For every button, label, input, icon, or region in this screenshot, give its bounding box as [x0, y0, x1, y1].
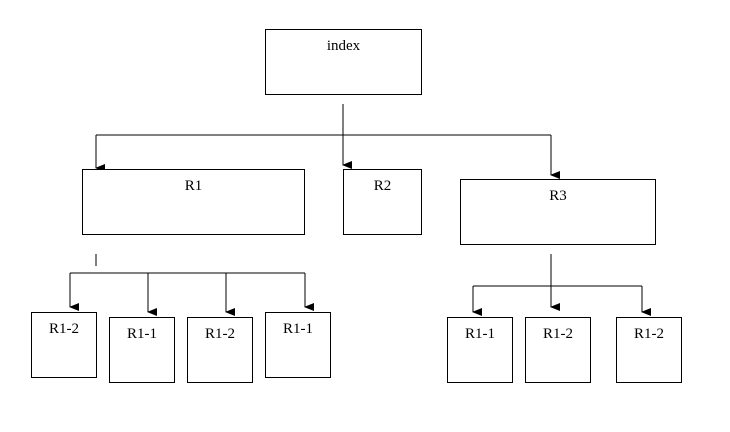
- node-r3: R3: [460, 179, 656, 245]
- node-r3-child-1-label: R1-1: [465, 326, 495, 342]
- node-r1-child-4-label: R1-1: [283, 321, 313, 337]
- node-r3-child-3-label: R1-2: [634, 326, 664, 342]
- node-r2-label: R2: [373, 178, 392, 194]
- node-r1-child-2-label: R1-1: [127, 326, 157, 342]
- node-r3-child-1: R1-1: [447, 317, 513, 383]
- node-r3-child-2: R1-2: [525, 317, 591, 383]
- node-r1-child-3: R1-2: [187, 317, 253, 383]
- node-r1-child-3-label: R1-2: [205, 326, 235, 342]
- node-r1-child-1-label: R1-2: [49, 321, 79, 337]
- node-r1: R1: [82, 169, 305, 235]
- node-r3-child-3: R1-2: [616, 317, 682, 383]
- node-r1-child-4: R1-1: [265, 312, 331, 378]
- node-r3-label: R3: [549, 188, 567, 204]
- node-index-label: index: [326, 38, 361, 54]
- node-r1-child-1: R1-2: [31, 312, 97, 378]
- node-r1-label: R1: [184, 178, 203, 194]
- node-index: index: [265, 29, 422, 95]
- node-r1-child-2: R1-1: [109, 317, 175, 383]
- node-r2: R2: [343, 169, 422, 235]
- node-r3-child-2-label: R1-2: [543, 326, 573, 342]
